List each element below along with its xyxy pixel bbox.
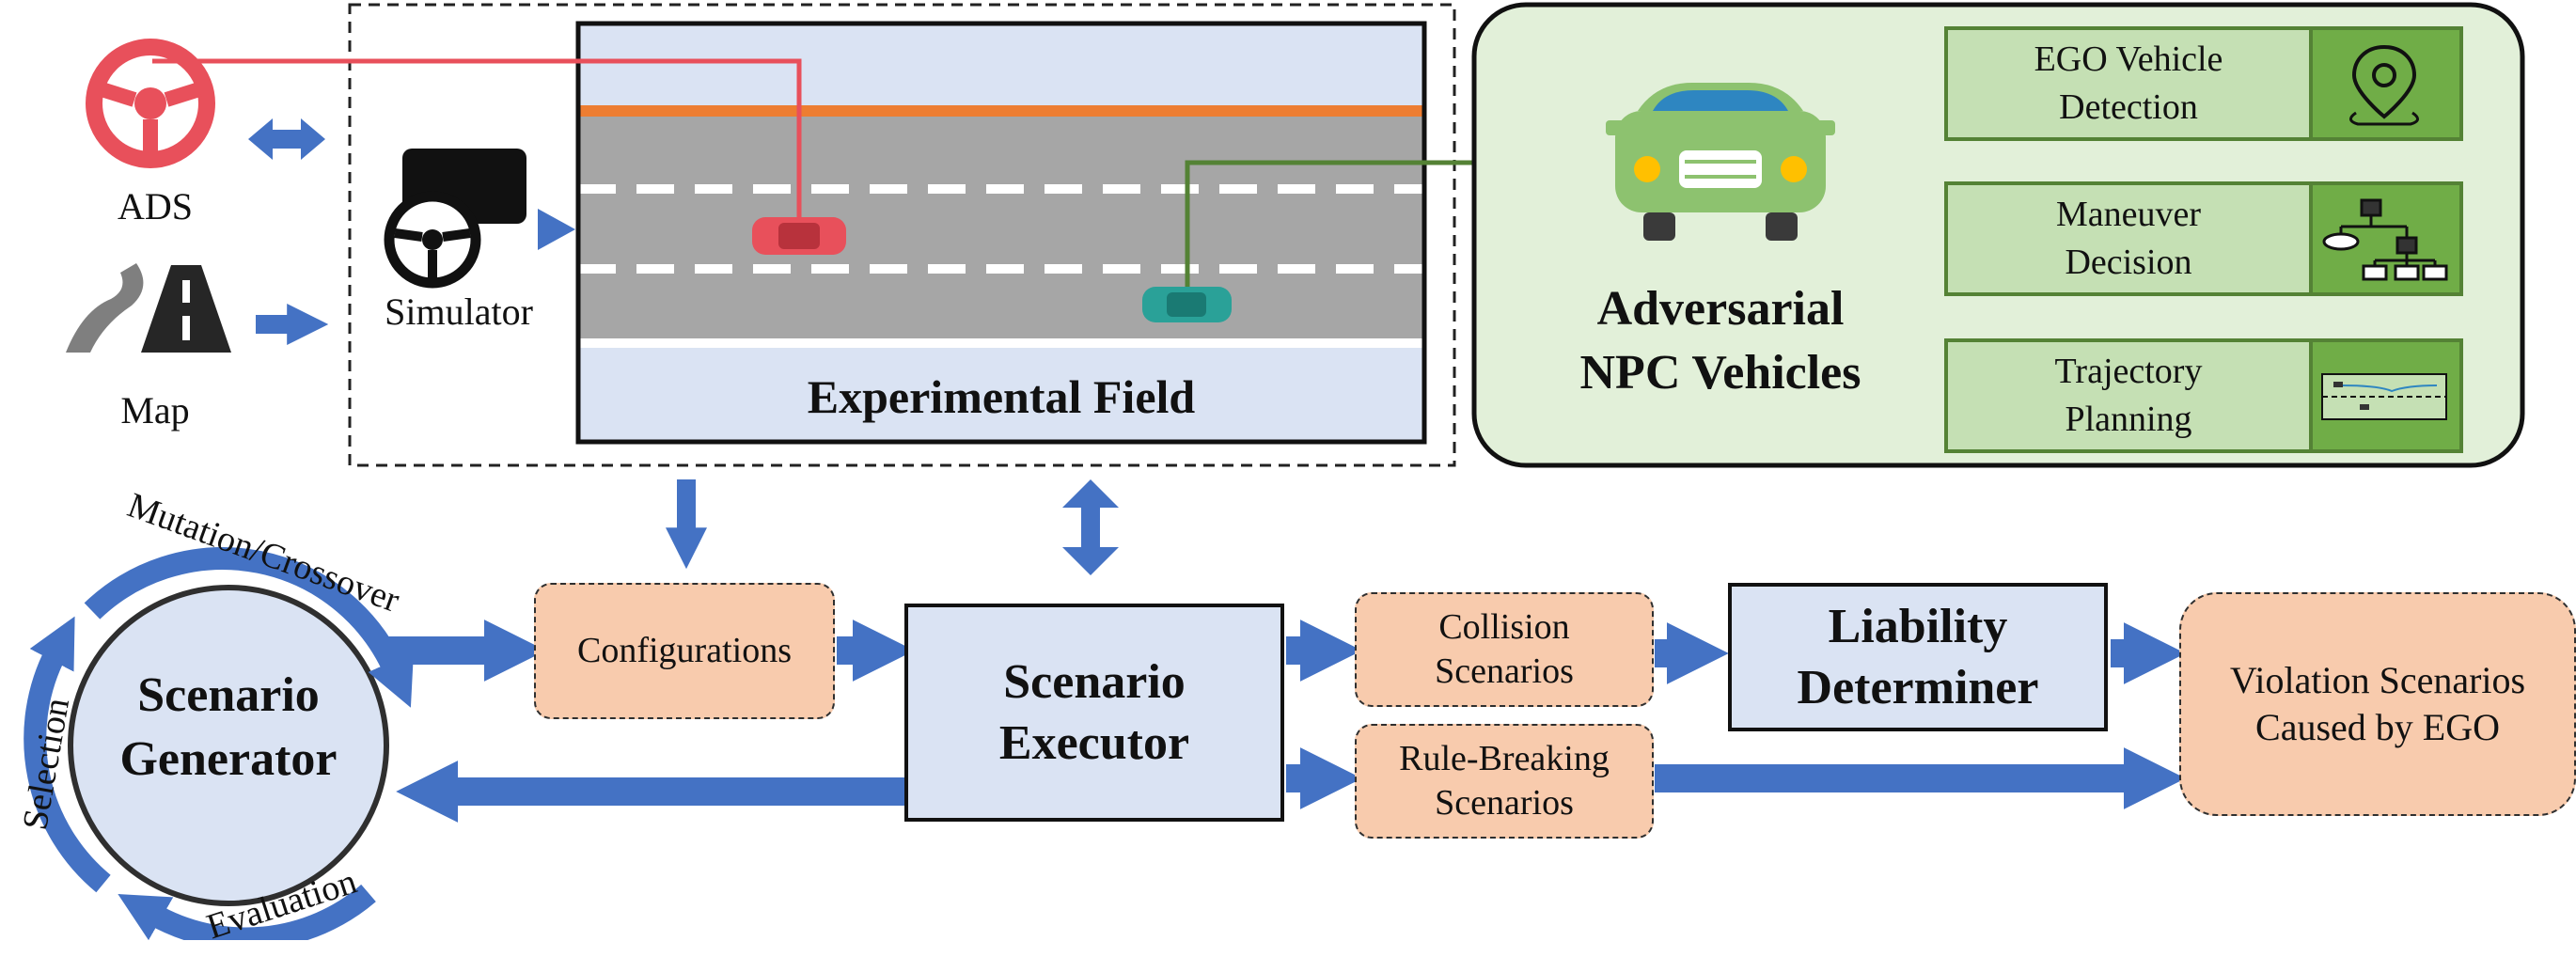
scenario-generator-title: Scenario Generator (78, 664, 379, 791)
module-trajectory-planning: Trajectory Planning (1944, 338, 2463, 453)
simulator-icon (384, 149, 526, 289)
experimental-field (575, 21, 1427, 445)
violation-scenarios-line1: Violation Scenarios (2229, 659, 2526, 701)
scenario-executor-line1: Scenario (1003, 655, 1186, 709)
liability-determiner-box: Liability Determiner (1728, 583, 2108, 731)
npc-title-line2: NPC Vehicles (1579, 345, 1861, 400)
collision-scenarios-box: Collision Scenarios (1355, 592, 1654, 707)
rule-breaking-scenarios-box: Rule-Breaking Scenarios (1355, 724, 1654, 839)
simulator-label: Simulator (385, 290, 533, 333)
trajectory-icon (2309, 342, 2459, 449)
steering-wheel-icon (86, 39, 215, 168)
liability-determiner-line1: Liability (1828, 600, 2008, 653)
ads-control-connector (152, 58, 802, 217)
rule-breaking-scenarios-line1: Rule-Breaking (1399, 738, 1610, 778)
module-maneuver-decision: Maneuver Decision (1944, 181, 2463, 296)
scenario-executor-line2: Executor (998, 716, 1190, 770)
module-maneuver-decision-line2: Decision (2065, 243, 2192, 282)
map-road-icon (66, 263, 231, 353)
mutation-crossover-arrow (84, 547, 414, 708)
npc-control-connector (1185, 160, 1606, 287)
field-executor-bidirectional-arrow (1062, 479, 1119, 575)
map-label: Map (120, 389, 190, 431)
npc-title: Adversarial NPC Vehicles (1523, 277, 1918, 404)
evaluation-arrow (118, 884, 376, 940)
module-trajectory-planning-line2: Planning (2065, 400, 2192, 439)
npc-car-icon (1142, 287, 1232, 322)
collision-scenarios-line1: Collision (1438, 606, 1570, 647)
violation-scenarios-box: Violation Scenarios Caused by EGO (2179, 592, 2576, 816)
npc-vehicle-icon (1606, 83, 1835, 241)
module-ego-detection-line2: Detection (2059, 87, 2198, 127)
npc-title-line1: Adversarial (1596, 282, 1845, 336)
violation-scenarios-line2: Caused by EGO (2255, 706, 2500, 748)
ads-label: ADS (117, 185, 194, 227)
collision-scenarios-line2: Scenarios (1435, 651, 1574, 691)
scenario-generator-line2: Generator (119, 731, 338, 786)
location-pin-icon (2309, 30, 2459, 137)
configurations-label: Configurations (577, 630, 792, 670)
module-trajectory-planning-line1: Trajectory (2054, 351, 2203, 391)
module-ego-detection: EGO Vehicle Detection (1944, 26, 2463, 141)
selection-arrow (24, 616, 111, 893)
rule-breaking-scenarios-line2: Scenarios (1435, 783, 1574, 823)
module-maneuver-decision-line1: Maneuver (2055, 194, 2202, 234)
flowchart-icon (2309, 185, 2459, 292)
simulator-to-field-arrow (538, 209, 575, 250)
configurations-box: Configurations (534, 583, 835, 719)
scenario-executor-box: Scenario Executor (904, 604, 1284, 822)
generator-cycle (24, 547, 414, 940)
experimental-field-title: Experimental Field (807, 370, 1196, 423)
module-ego-detection-line1: EGO Vehicle (2034, 39, 2223, 79)
liability-determiner-line2: Determiner (1797, 661, 2039, 714)
scenario-generator-line1: Scenario (137, 668, 320, 722)
ego-car-icon (752, 217, 846, 255)
simulation-frame (348, 3, 1456, 467)
ads-simulator-bidirectional-arrow (248, 118, 325, 160)
